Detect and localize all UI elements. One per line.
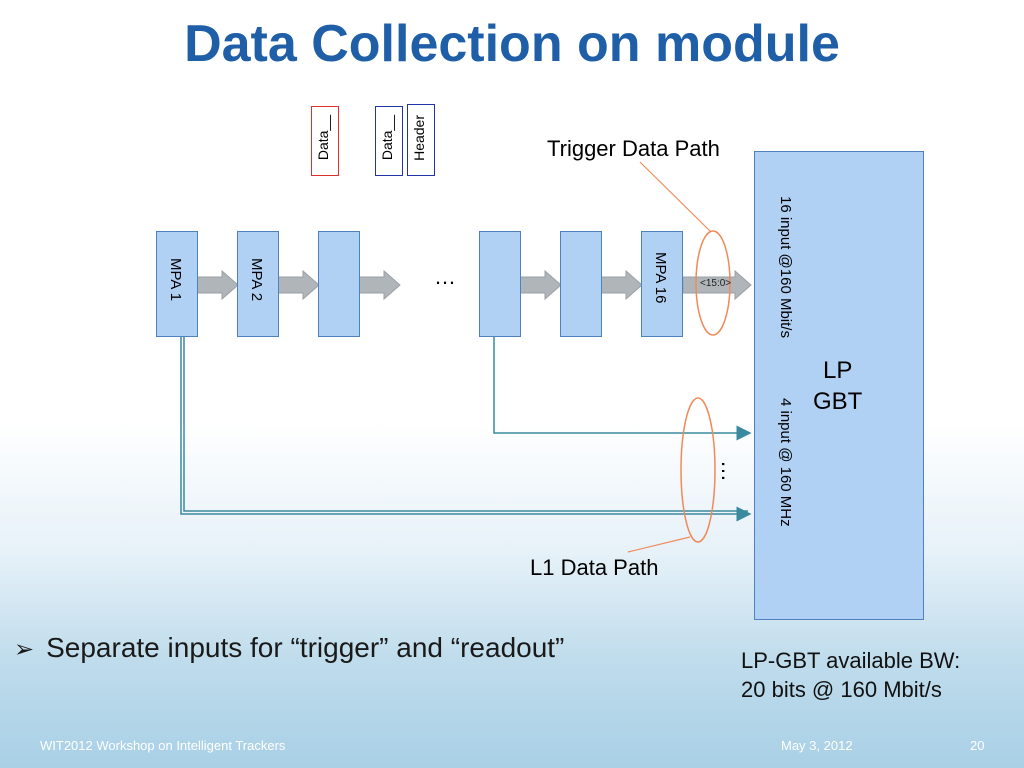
arrow-mpa2-mpa3 xyxy=(277,269,320,301)
footer-date: May 3, 2012 xyxy=(781,738,853,753)
bullet-text: Separate inputs for “trigger” and “reado… xyxy=(46,632,565,663)
bus-label: <15:0> xyxy=(700,278,732,289)
trigger-path-label: Trigger Data Path xyxy=(547,136,720,161)
bandwidth-line1: LP-GBT available BW: xyxy=(741,648,961,673)
trigger-path-ellipse xyxy=(695,230,731,336)
bandwidth-line2: 20 bits @ 160 Mbit/s xyxy=(741,677,942,702)
horizontal-ellipsis: … xyxy=(434,264,456,289)
l1-path-ellipse xyxy=(680,397,716,543)
mpa-2-label: MPA 2 xyxy=(248,258,265,302)
lpgbt-box: LP GBT 16 input @160 Mbit/s 4 input @ 16… xyxy=(754,151,924,620)
bandwidth-note: LP-GBT available BW: 20 bits @ 160 Mbit/… xyxy=(741,646,960,704)
mpa-3-box xyxy=(318,231,360,337)
mpa-1-box: MPA 1 xyxy=(156,231,198,337)
legend-data-blue: Data__ xyxy=(375,106,403,176)
lpgbt-label-line2: GBT xyxy=(813,388,863,415)
mpa-1-label: MPA 1 xyxy=(167,258,184,302)
footer-page-number: 20 xyxy=(970,738,985,753)
l1-line-mpa-a xyxy=(493,336,752,441)
arrow-mpa-a-b xyxy=(519,269,562,301)
vertical-ellipsis: … xyxy=(717,460,742,482)
arrow-mpa-b-16 xyxy=(600,269,643,301)
mpa-a-box xyxy=(479,231,521,337)
bullet-arrow-icon: ➢ xyxy=(14,636,35,663)
legend-data-red: Data__ xyxy=(311,106,339,176)
legend-header: Header xyxy=(407,104,435,176)
mpa-2-box: MPA 2 xyxy=(237,231,279,337)
trigger-input-label: 16 input @160 Mbit/s xyxy=(777,196,794,338)
mpa-b-box xyxy=(560,231,602,337)
arrow-mpa1-mpa2 xyxy=(196,269,239,301)
footer-title: WIT2012 Workshop on Intelligent Trackers xyxy=(40,738,286,753)
mpa-16-box: MPA 16 xyxy=(641,231,683,337)
l1-input-label: 4 input @ 160 MHz xyxy=(777,398,794,527)
mpa-16-label: MPA 16 xyxy=(652,252,669,304)
trigger-pointer-line xyxy=(639,161,712,233)
l1-line-mpa1 xyxy=(180,336,752,522)
slide-title: Data Collection on module xyxy=(184,15,840,73)
arrow-mpa16-bus xyxy=(682,269,752,301)
l1-pointer-line xyxy=(627,536,691,553)
l1-path-label: L1 Data Path xyxy=(530,555,659,580)
lpgbt-label-line1: LP xyxy=(823,357,853,384)
arrow-mpa3-next xyxy=(358,269,401,301)
bullet-point: ➢ Separate inputs for “trigger” and “read… xyxy=(14,632,564,664)
